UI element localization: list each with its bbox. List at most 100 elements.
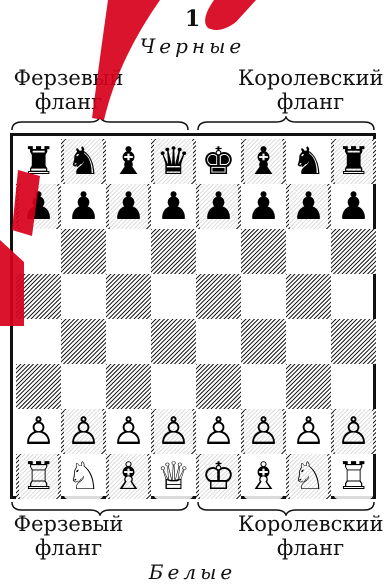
- dark-square: [331, 319, 376, 364]
- black-pawn-icon: ♟: [331, 184, 376, 229]
- black-rook-icon: ♜: [16, 139, 61, 184]
- bishop-glyph: ♗: [109, 454, 147, 499]
- queen-glyph: ♛: [154, 139, 192, 184]
- top-left-brace: [10, 116, 190, 132]
- dark-square: [106, 274, 151, 319]
- dark-square: [61, 229, 106, 274]
- white-pawn-icon: ♙: [241, 409, 286, 454]
- dark-square: [16, 364, 61, 409]
- flank-line2: фланг: [6, 536, 131, 560]
- top-left-flank-label: Ферзевый фланг: [6, 66, 131, 114]
- black-king-icon: ♚: [196, 139, 241, 184]
- light-square: [286, 229, 331, 274]
- flank-line1: Ферзевый: [6, 512, 131, 536]
- black-side-label: Черные: [0, 34, 385, 58]
- dark-square: [106, 364, 151, 409]
- knight-glyph: ♞: [64, 139, 102, 184]
- light-square: [151, 364, 196, 409]
- pawn-glyph: ♟: [154, 184, 192, 229]
- rook-glyph: ♜: [19, 139, 57, 184]
- knight-glyph: ♞: [289, 139, 327, 184]
- pawn-glyph: ♙: [64, 409, 102, 454]
- knight-glyph: ♘: [289, 454, 327, 499]
- pawn-glyph: ♙: [199, 409, 237, 454]
- flank-line1: Королевский: [238, 512, 383, 536]
- figure-number: 1: [0, 6, 385, 32]
- pawn-glyph: ♙: [154, 409, 192, 454]
- black-bishop-icon: ♝: [241, 139, 286, 184]
- light-square: [286, 319, 331, 364]
- light-square: [61, 364, 106, 409]
- pawn-glyph: ♙: [19, 409, 57, 454]
- black-bishop-icon: ♝: [106, 139, 151, 184]
- rook-glyph: ♖: [334, 454, 372, 499]
- white-pawn-icon: ♙: [106, 409, 151, 454]
- white-knight-icon: ♘: [61, 454, 106, 499]
- pawn-glyph: ♙: [109, 409, 147, 454]
- light-square: [241, 274, 286, 319]
- white-pawn-icon: ♙: [286, 409, 331, 454]
- bottom-right-flank-label: Королевский фланг: [238, 512, 383, 560]
- dark-square: [331, 229, 376, 274]
- black-pawn-icon: ♟: [151, 184, 196, 229]
- white-bishop-icon: ♗: [241, 454, 286, 499]
- light-square: [106, 319, 151, 364]
- black-pawn-icon: ♟: [286, 184, 331, 229]
- dark-square: [241, 229, 286, 274]
- top-right-flank-label: Королевский фланг: [238, 66, 383, 114]
- bishop-glyph: ♝: [244, 139, 282, 184]
- white-knight-icon: ♘: [286, 454, 331, 499]
- black-rook-icon: ♜: [331, 139, 376, 184]
- dark-square: [151, 319, 196, 364]
- flank-line1: Ферзевый: [6, 66, 131, 90]
- pawn-glyph: ♟: [199, 184, 237, 229]
- white-rook-icon: ♖: [16, 454, 61, 499]
- light-square: [241, 364, 286, 409]
- white-king-icon: ♔: [196, 454, 241, 499]
- top-right-brace: [196, 116, 376, 132]
- knight-glyph: ♘: [64, 454, 102, 499]
- white-pawn-icon: ♙: [331, 409, 376, 454]
- black-queen-icon: ♛: [151, 139, 196, 184]
- flank-line2: фланг: [238, 536, 383, 560]
- king-glyph: ♚: [199, 139, 237, 184]
- bishop-glyph: ♗: [244, 454, 282, 499]
- light-square: [196, 229, 241, 274]
- bottom-left-flank-label: Ферзевый фланг: [6, 512, 131, 560]
- pawn-glyph: ♟: [289, 184, 327, 229]
- dark-square: [241, 319, 286, 364]
- dark-square: [286, 274, 331, 319]
- black-knight-icon: ♞: [61, 139, 106, 184]
- flank-line2: фланг: [238, 90, 383, 114]
- black-pawn-icon: ♟: [61, 184, 106, 229]
- pawn-glyph: ♟: [244, 184, 282, 229]
- pawn-glyph: ♟: [64, 184, 102, 229]
- pawn-glyph: ♟: [109, 184, 147, 229]
- light-square: [106, 229, 151, 274]
- dark-square: [196, 364, 241, 409]
- pawn-glyph: ♟: [19, 184, 57, 229]
- light-square: [151, 274, 196, 319]
- chess-board: ♜♞♝♛♚♝♞♜♟♟♟♟♟♟♟♟♙♙♙♙♙♙♙♙♖♘♗♕♔♗♘♖: [16, 139, 376, 499]
- dark-square: [151, 229, 196, 274]
- pawn-glyph: ♙: [289, 409, 327, 454]
- light-square: [331, 364, 376, 409]
- bishop-glyph: ♝: [109, 139, 147, 184]
- chess-board-frame: ♜♞♝♛♚♝♞♜♟♟♟♟♟♟♟♟♙♙♙♙♙♙♙♙♖♘♗♕♔♗♘♖: [10, 133, 376, 499]
- king-glyph: ♔: [199, 454, 237, 499]
- light-square: [61, 274, 106, 319]
- white-pawn-icon: ♙: [151, 409, 196, 454]
- black-knight-icon: ♞: [286, 139, 331, 184]
- dark-square: [61, 319, 106, 364]
- light-square: [331, 274, 376, 319]
- black-pawn-icon: ♟: [241, 184, 286, 229]
- white-pawn-icon: ♙: [196, 409, 241, 454]
- white-rook-icon: ♖: [331, 454, 376, 499]
- pawn-glyph: ♟: [334, 184, 372, 229]
- dark-square: [286, 364, 331, 409]
- light-square: [196, 319, 241, 364]
- flank-line2: фланг: [6, 90, 131, 114]
- white-side-label: Белые: [0, 560, 385, 584]
- rook-glyph: ♖: [19, 454, 57, 499]
- dark-square: [196, 274, 241, 319]
